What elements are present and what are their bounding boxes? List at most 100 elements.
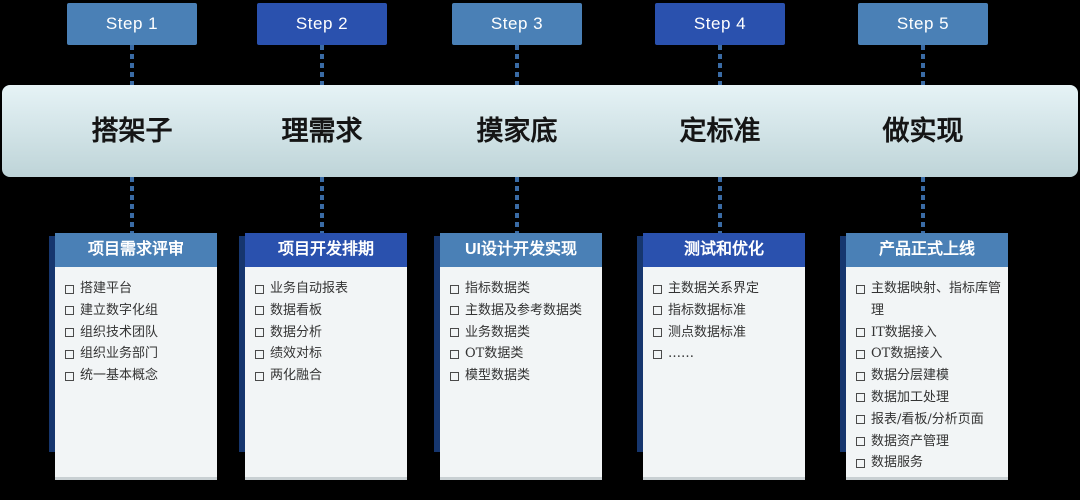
list-item-text: 报表/看板/分析页面 [871,411,984,427]
card-item-list: 主数据关系界定 指标数据标准 测点数据标准 …… [643,267,805,365]
square-bullet-icon [856,349,865,359]
square-bullet-icon [856,393,865,403]
list-item-text: 数据分层建模 [871,368,950,384]
list-item: 统一基本概念 [64,365,212,387]
list-item-text: 搭建平台 [80,281,133,296]
card-title: 产品正式上线 [846,233,1008,267]
list-item: 数据分析 [254,322,402,344]
square-bullet-icon [653,306,662,316]
card-item-list: 主数据映射、指标库管理 IT数据接入 OT数据接入 数据分层建模 数据加工处理 … [846,267,1008,474]
dashed-connector-top [515,45,519,85]
phase-band [2,85,1078,177]
list-item: 建立数字化组 [64,300,212,322]
square-bullet-icon [653,328,662,338]
list-item-text: 测点数据标准 [668,324,747,340]
list-item: 数据服务 [855,452,1003,474]
dashed-connector-top [921,45,925,85]
step-badge: Step 3 [452,3,582,45]
list-item: 绩效对标 [254,343,402,365]
square-bullet-icon [255,306,264,316]
list-item-text: 业务自动报表 [270,281,349,296]
list-item: OT数据类 [449,343,597,365]
list-item-text: 数据分析 [270,324,323,340]
square-bullet-icon [856,458,865,468]
step-badge: Step 5 [858,3,988,45]
square-bullet-icon [255,349,264,359]
list-item: 主数据关系界定 [652,278,800,300]
list-item: 指标数据类 [449,278,597,300]
list-item: 测点数据标准 [652,322,800,344]
list-item: 指标数据标准 [652,300,800,322]
phase-card: 产品正式上线 主数据映射、指标库管理 IT数据接入 OT数据接入 数据分层建模 … [840,233,1008,477]
list-item-text: OT数据接入 [871,346,943,362]
list-item: …… [652,343,800,365]
dashed-connector-bottom [320,177,324,233]
list-item: 模型数据类 [449,365,597,387]
list-item-text: 绩效对标 [270,346,323,362]
card-title: 项目开发排期 [245,233,407,267]
card-item-list: 指标数据类 主数据及参考数据类 业务数据类 OT数据类 模型数据类 [440,267,602,387]
card-item-list: 搭建平台 建立数字化组 组织技术团队 组织业务部门 统一基本概念 [55,267,217,387]
list-item-text: OT数据类 [465,346,524,362]
square-bullet-icon [856,415,865,425]
square-bullet-icon [65,349,74,359]
card-title: 项目需求评审 [55,233,217,267]
list-item: 业务自动报表 [254,278,402,300]
square-bullet-icon [450,349,459,359]
list-item-text: 主数据关系界定 [668,281,760,296]
list-item-text: …… [668,346,694,362]
square-bullet-icon [653,349,662,359]
dashed-connector-bottom [921,177,925,233]
step-badge: Step 2 [257,3,387,45]
list-item: 两化融合 [254,365,402,387]
square-bullet-icon [856,284,865,294]
list-item-text: 数据看板 [270,302,323,318]
phase-card: 项目需求评审 搭建平台 建立数字化组 组织技术团队 组织业务部门 统一基本概念 [49,233,217,477]
phase-label: 做实现 [882,116,964,146]
list-item-text: 建立数字化组 [80,302,159,318]
list-item-text: 数据服务 [871,455,924,471]
square-bullet-icon [856,371,865,381]
phase-card: 测试和优化 主数据关系界定 指标数据标准 测点数据标准 …… [637,233,805,477]
list-item-text: 数据加工处理 [871,389,950,405]
phase-card: 项目开发排期 业务自动报表 数据看板 数据分析 绩效对标 两化融合 [239,233,407,477]
dashed-connector-top [130,45,134,85]
list-item: 主数据映射、指标库管理 [855,278,1003,322]
dashed-connector-top [718,45,722,85]
card-item-list: 业务自动报表 数据看板 数据分析 绩效对标 两化融合 [245,267,407,387]
card-title: 测试和优化 [643,233,805,267]
list-item: 数据资产管理 [855,431,1003,453]
square-bullet-icon [65,306,74,316]
list-item: 搭建平台 [64,278,212,300]
square-bullet-icon [255,284,264,294]
dashed-connector-bottom [718,177,722,233]
list-item-text: 指标数据类 [465,281,531,296]
list-item-text: 模型数据类 [465,368,531,384]
phase-label: 搭架子 [91,116,173,146]
square-bullet-icon [450,284,459,294]
dashed-connector-top [320,45,324,85]
square-bullet-icon [65,284,74,294]
list-item-text: 组织技术团队 [80,324,159,340]
list-item: 业务数据类 [449,322,597,344]
list-item-text: IT数据接入 [871,324,937,340]
list-item: 组织技术团队 [64,322,212,344]
list-item: 主数据及参考数据类 [449,300,597,322]
square-bullet-icon [65,371,74,381]
dashed-connector-bottom [130,177,134,233]
step-badge: Step 1 [67,3,197,45]
square-bullet-icon [65,328,74,338]
list-item: 数据分层建模 [855,365,1003,387]
list-item: OT数据接入 [855,343,1003,365]
square-bullet-icon [255,328,264,338]
list-item-text: 主数据映射、指标库管理 [871,281,1002,318]
phase-label: 摸家底 [476,116,558,146]
phase-label: 定标准 [679,116,761,146]
list-item: 组织业务部门 [64,343,212,365]
list-item: IT数据接入 [855,322,1003,344]
list-item: 报表/看板/分析页面 [855,409,1003,431]
list-item-text: 指标数据标准 [668,302,747,318]
card-title: UI设计开发实现 [440,233,602,267]
phase-label: 理需求 [281,116,363,146]
square-bullet-icon [653,284,662,294]
